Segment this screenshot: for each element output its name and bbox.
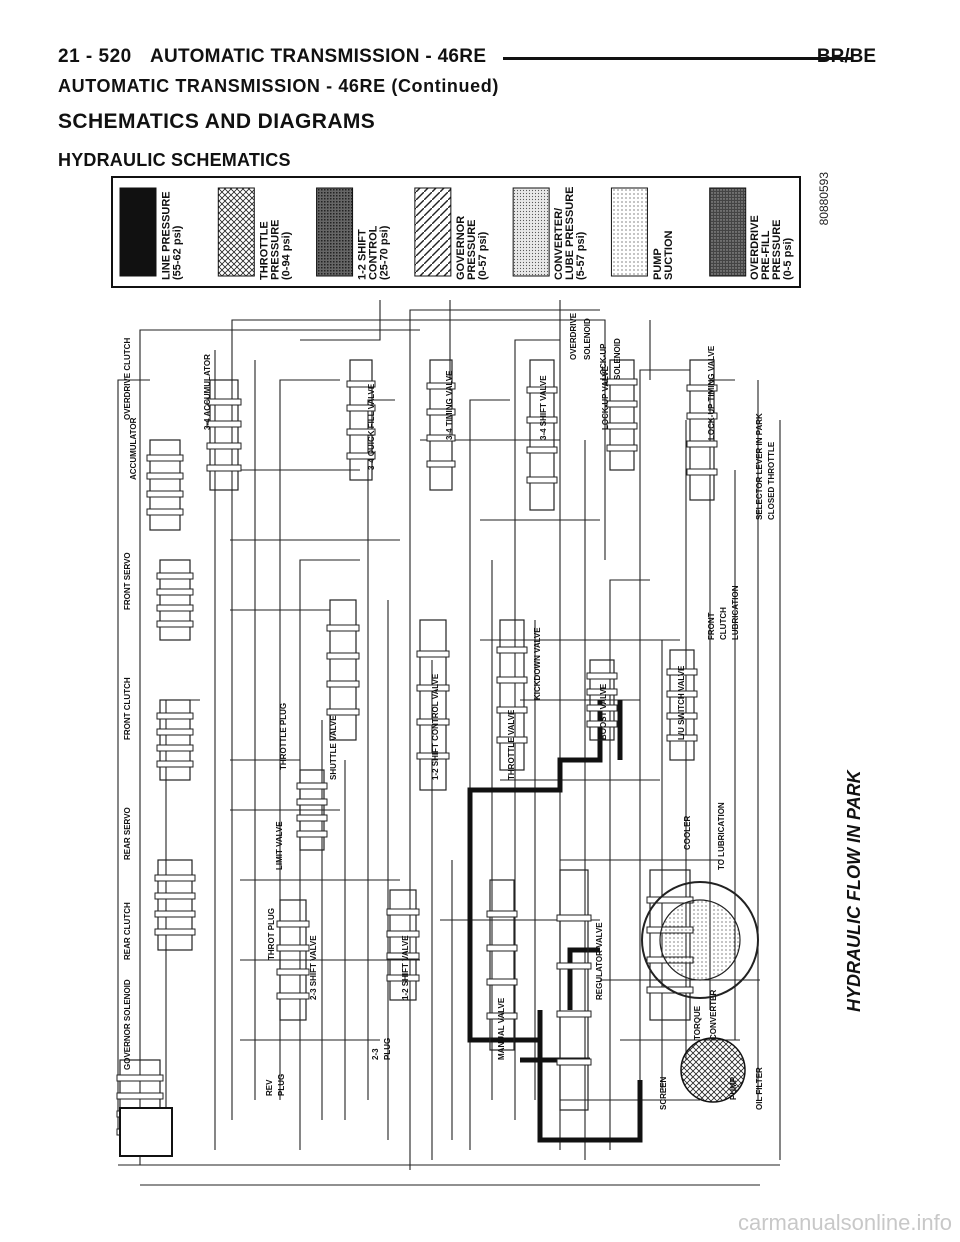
component-label: REAR CLUTCH [123, 902, 132, 960]
component-label: THROTTLE VALVE [507, 709, 516, 780]
component-label: 3-4 TIMING VALVE [445, 370, 454, 440]
component-label: LUBRICATION [731, 585, 740, 640]
subsection-heading: HYDRAULIC SCHEMATICS [58, 150, 291, 170]
legend-label: CONTROL [368, 225, 380, 280]
component-label: CLUTCH [719, 607, 728, 640]
legend-label: PRESSURE [269, 219, 281, 280]
component-label: LIMIT VALVE [275, 821, 284, 870]
legend-label: (0-5 psi) [782, 237, 794, 280]
component-label: LOCK-UP [599, 343, 608, 380]
component-label: 3-4 ACCUMULATOR [203, 354, 212, 430]
figure-id: 80880593 [817, 172, 831, 226]
component-label: SOLENOID [583, 318, 592, 360]
component-label: OVERDRIVE CLUTCH [123, 338, 132, 420]
legend-label: 1-2 SHIFT [357, 229, 369, 280]
component-label: PLUG [277, 1074, 286, 1096]
legend-label: LINE PRESSURE [161, 191, 173, 280]
legend-entry: CONVERTER/LUBE PRESSURE(5-57 psi) [512, 186, 587, 280]
legend-swatch [414, 187, 452, 277]
section-heading: SCHEMATICS AND DIAGRAMS [58, 110, 376, 133]
continued-heading: AUTOMATIC TRANSMISSION - 46RE (Continued… [58, 76, 499, 96]
component-label: 2-3 [371, 1048, 380, 1060]
component-label: THROTTLE PLUG [279, 703, 288, 770]
component-label: REGULATOR VALVE [595, 922, 604, 1000]
legend-swatch [610, 187, 648, 277]
legend-label: CONVERTER/ [553, 208, 565, 280]
component-label: SHUTTLE VALVE [329, 715, 338, 780]
watermark: carmanualsonline.info [737, 1210, 952, 1235]
component-label: L/U SWITCH VALVE [677, 665, 686, 740]
hydraulic-circuit-lines [116, 300, 781, 1186]
component-label: MANUAL VALVE [497, 997, 506, 1060]
legend-label: PRESSURE [466, 219, 478, 280]
component-label: SELECTOR LEVER IN PARK [755, 413, 764, 520]
component-label: CONVERTER [709, 990, 718, 1040]
legend-label: OVERDRIVE [749, 215, 761, 280]
component-label: ACCUMULATOR [129, 417, 138, 480]
component-label: THROT PLUG [267, 908, 276, 960]
figure-caption: HYDRAULIC FLOW IN PARK [844, 768, 864, 1012]
legend-label: LUBE PRESSURE [564, 186, 576, 280]
legend-label: (5-57 psi) [575, 231, 587, 280]
component-label: FRONT CLUTCH [123, 677, 132, 740]
component-label: KICKDOWN VALVE [533, 627, 542, 700]
legend-swatch [316, 187, 354, 277]
component-label: LOCK-UP TIMING VALVE [707, 345, 716, 440]
component-label: OIL FILTER [755, 1067, 764, 1110]
component-label: FRONT [707, 612, 716, 640]
component-label: PLUG [383, 1038, 392, 1060]
component-label: FRONT SERVO [123, 552, 132, 610]
component-label: 3-4 SHIFT VALVE [539, 375, 548, 440]
component-label: REV [265, 1079, 274, 1096]
legend-swatch [512, 187, 550, 277]
legend-entry: LINE PRESSURE(55-62 psi) [119, 187, 184, 280]
legend-label: GOVERNOR [455, 216, 467, 280]
header-rule [503, 57, 853, 60]
component-label: TO LUBRICATION [717, 802, 726, 870]
legend-swatch [119, 187, 157, 277]
component-label: 1-2 SHIFT CONTROL VALVE [431, 673, 440, 780]
component-label: BOOST VALVE [599, 683, 608, 740]
component-label: PUMP [729, 1076, 738, 1100]
component-label: SOLENOID [613, 338, 622, 380]
component-label: 1-2 SHIFT VALVE [401, 935, 410, 1000]
legend-label: PUMP [652, 248, 664, 280]
component-label: COOLER [683, 816, 692, 850]
legend-label: (0-57 psi) [477, 231, 489, 280]
model-code: BR/BE [816, 46, 876, 67]
component-label: LOCK-UP VALVE [601, 365, 610, 430]
legend-swatch [217, 187, 255, 277]
component-label: SCREEN [659, 1076, 668, 1110]
legend-label: SUCTION [663, 230, 675, 280]
component-label: 3-4 QUICK FILL VALVE [367, 383, 376, 470]
page-number: 21 - 520 [58, 46, 132, 67]
component-label: CLOSED THROTTLE [767, 441, 776, 520]
legend-label: PRE-FILL [760, 230, 772, 280]
legend-label: (0-94 psi) [280, 231, 292, 280]
legend-label: (25-70 psi) [379, 225, 391, 280]
component-label: REAR SERVO [123, 807, 132, 860]
component-label: OVERDRIVE [569, 312, 578, 360]
legend-label: (55-62 psi) [172, 225, 184, 280]
component-labels: OVERDRIVE CLUTCH 3-4 ACCUMULATOR ACCUMULAT… [123, 312, 776, 1110]
legend-label: PRESSURE [771, 219, 783, 280]
component-label: GOVERNOR SOLENOID [123, 979, 132, 1070]
legend-label: THROTTLE [258, 221, 270, 280]
running-title: AUTOMATIC TRANSMISSION - 46RE [150, 46, 487, 67]
running-header: 21 - 520 AUTOMATIC TRANSMISSION - 46RE B… [58, 44, 876, 72]
component-label: 2-3 SHIFT VALVE [309, 935, 318, 1000]
component-label: TORQUE [693, 1005, 702, 1040]
legend-swatch [709, 187, 747, 277]
